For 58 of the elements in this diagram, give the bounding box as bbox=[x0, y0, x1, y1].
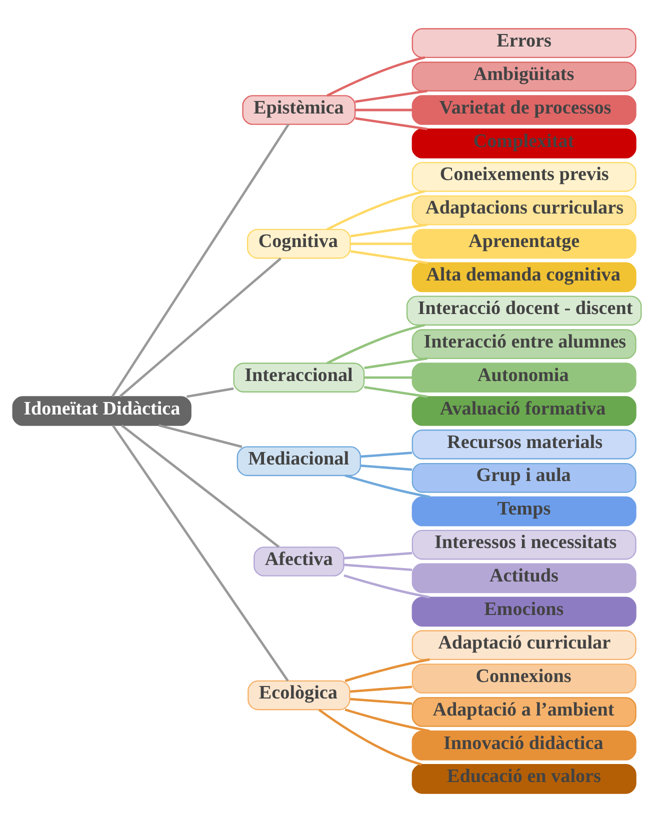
connector bbox=[355, 117, 428, 130]
connector bbox=[360, 464, 412, 471]
connector bbox=[326, 56, 426, 97]
connector bbox=[158, 424, 242, 448]
node-box: Cognitiva bbox=[246, 228, 351, 259]
node-box: Interacció docent - discent bbox=[406, 296, 642, 326]
node-box: Errors bbox=[412, 28, 636, 58]
connector bbox=[344, 658, 430, 682]
node-box: Interacció entre alumnes bbox=[412, 329, 636, 360]
node-box: Coneixements previs bbox=[412, 162, 636, 192]
connector bbox=[111, 124, 290, 398]
node-box: Autonomia bbox=[412, 362, 636, 392]
connector bbox=[344, 474, 430, 498]
connector bbox=[350, 224, 428, 238]
node-box: Connexions bbox=[412, 664, 636, 694]
connector bbox=[355, 108, 412, 112]
node-box: Grup i aula bbox=[412, 462, 636, 493]
connector bbox=[350, 698, 412, 705]
node-box: Idoneïtat Didàctica bbox=[12, 396, 192, 426]
node-box: Ambigüitats bbox=[412, 62, 636, 92]
node-box: Interessos i necessitats bbox=[412, 530, 636, 560]
node-box: Interaccional bbox=[233, 362, 365, 392]
connector bbox=[360, 452, 412, 458]
node-box: Actituds bbox=[412, 563, 636, 594]
node-box: Alta demanda cognitiva bbox=[412, 262, 636, 292]
connector bbox=[350, 250, 428, 264]
node-box: Adaptació curricular bbox=[412, 630, 636, 660]
node-box: Emocions bbox=[412, 596, 636, 627]
connector bbox=[350, 242, 412, 245]
connector bbox=[364, 357, 428, 370]
node-box: Epistèmica bbox=[242, 95, 356, 125]
node-box: Ecològica bbox=[248, 680, 350, 710]
connector bbox=[355, 90, 428, 103]
connector bbox=[350, 686, 412, 693]
connector bbox=[344, 574, 430, 598]
connector bbox=[318, 708, 422, 766]
node-box: Innovació didàctica bbox=[412, 730, 636, 760]
node-box: Temps bbox=[412, 496, 636, 526]
node-box: Mediacional bbox=[236, 446, 362, 476]
connector bbox=[112, 424, 289, 682]
connector bbox=[344, 708, 430, 732]
node-box: Varietat de processos bbox=[412, 95, 636, 125]
node-box: Recursos materials bbox=[412, 430, 636, 460]
connector bbox=[344, 552, 412, 560]
node-box: Adaptacions curriculars bbox=[412, 195, 636, 226]
node-box: Complexitat bbox=[412, 128, 636, 158]
connector bbox=[186, 387, 234, 398]
node-box: Educació en valors bbox=[412, 764, 636, 794]
connector bbox=[344, 564, 412, 572]
connector bbox=[120, 424, 280, 548]
node-box: Adaptació a l’ambient bbox=[412, 697, 636, 727]
connector bbox=[364, 376, 412, 379]
connector bbox=[119, 258, 282, 398]
node-box: Aprenentatge bbox=[412, 228, 636, 259]
node-box: Avaluació formativa bbox=[412, 396, 636, 426]
connector bbox=[364, 386, 428, 398]
node-box: Afectiva bbox=[254, 546, 344, 576]
connector bbox=[326, 190, 426, 230]
